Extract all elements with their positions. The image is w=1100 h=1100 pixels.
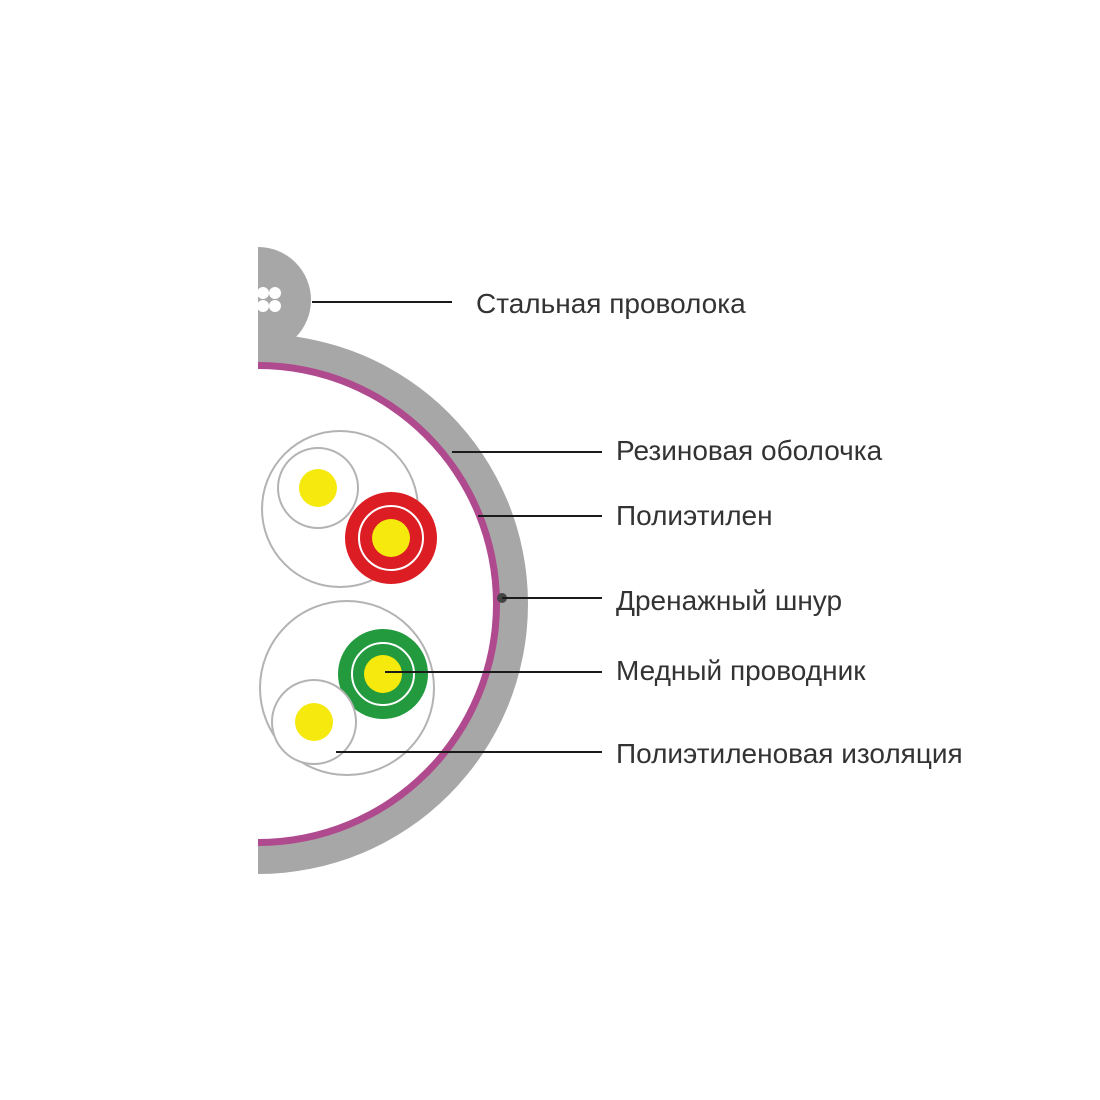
steel-wire — [258, 247, 311, 353]
upper-white-conductor — [299, 469, 337, 507]
green-core-conductor — [364, 655, 402, 693]
label-copper-conductor: Медный проводник — [616, 655, 866, 686]
steel-wire-strands — [258, 287, 281, 312]
leader-lines — [312, 301, 602, 753]
lower-pair-outline — [259, 600, 435, 776]
cable-body — [258, 247, 528, 874]
label-rubber-sheath: Резиновая оболочка — [616, 435, 883, 466]
label-steel-wire: Стальная проволока — [476, 288, 746, 319]
red-core-conductor — [372, 519, 410, 557]
green-insulation-ring — [351, 642, 415, 706]
cable-core-cavity — [258, 369, 493, 839]
label-polyethylene: Полиэтилен — [616, 500, 773, 531]
label-pe-insulation: Полиэтиленовая изоляция — [616, 738, 963, 769]
red-insulation-ring — [358, 505, 424, 571]
label-drain-wire: Дренажный шнур — [616, 585, 842, 616]
lower-white-conductor — [295, 703, 333, 741]
